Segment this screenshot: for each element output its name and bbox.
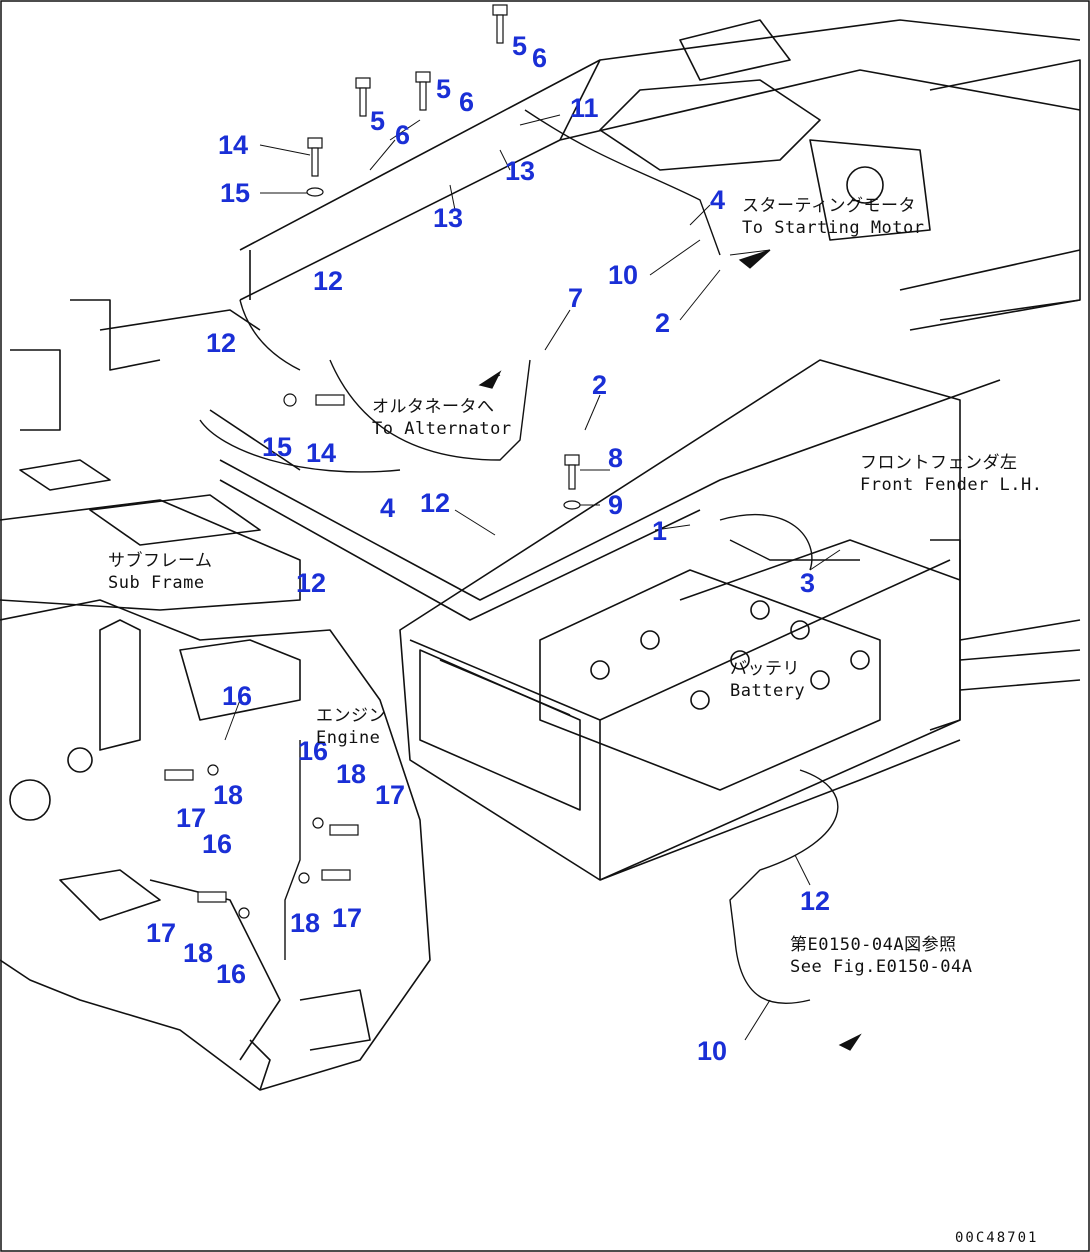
callout-2-upper: 2 — [655, 308, 671, 338]
note-sub-frame-en: Sub Frame — [108, 573, 205, 593]
callout-8: 8 — [608, 443, 624, 473]
callout-5-c: 5 — [512, 31, 528, 61]
callout-3: 3 — [800, 568, 816, 598]
callout-11: 11 — [570, 93, 599, 123]
note-front-fender: フロントフェンダ左 Front Fender L.H. — [860, 452, 1043, 496]
note-alternator-en: To Alternator — [372, 419, 512, 439]
callout-12-e: 12 — [800, 886, 831, 916]
callout-16-d: 16 — [216, 959, 247, 989]
callout-18-c: 18 — [290, 908, 321, 938]
note-starting-motor-en: To Starting Motor — [742, 218, 925, 238]
callout-7: 7 — [568, 283, 584, 313]
callout-17-b: 17 — [375, 780, 406, 810]
bolts — [164, 4, 581, 919]
callout-16-b: 16 — [298, 736, 329, 766]
callout-16-c: 16 — [202, 829, 233, 859]
note-alternator-jp: オルタネータへ — [372, 397, 495, 417]
callout-12-c: 12 — [420, 488, 451, 518]
note-battery-jp: バッテリ — [730, 659, 800, 679]
callout-5-b: 5 — [436, 74, 452, 104]
note-engine: エンジン Engine — [316, 705, 386, 749]
note-sub-frame: サブフレーム Sub Frame — [108, 550, 213, 594]
callout-9: 9 — [608, 490, 624, 520]
callout-6-c: 6 — [532, 43, 548, 73]
callout-13-a: 13 — [505, 156, 536, 186]
leader-lines — [224, 114, 841, 1041]
callout-4-upper: 4 — [710, 185, 726, 215]
arrows — [478, 249, 862, 1051]
callout-5-a: 5 — [370, 106, 386, 136]
callout-18-b: 18 — [336, 759, 367, 789]
callout-18-d: 18 — [183, 938, 214, 968]
callout-13-b: 13 — [433, 203, 464, 233]
note-see-fig-jp: 第E0150-04A図参照 — [790, 935, 957, 955]
callout-6-b: 6 — [459, 87, 475, 117]
drawing-code: 00C48701 — [955, 1230, 1039, 1246]
callout-12-d: 12 — [296, 568, 327, 598]
note-battery-en: Battery — [730, 681, 806, 701]
callout-17-a: 17 — [176, 803, 207, 833]
battery-box — [399, 359, 1081, 881]
note-starting-motor: スターティングモータ To Starting Motor — [742, 195, 925, 239]
note-battery: バッテリ Battery — [730, 658, 805, 702]
callout-6-a: 6 — [395, 120, 411, 150]
callout-2-lower: 2 — [592, 370, 608, 400]
callout-15-lower: 15 — [262, 432, 293, 462]
engine-block — [0, 599, 431, 1091]
cable-routes — [199, 109, 860, 1004]
callout-10-lower: 10 — [697, 1036, 728, 1066]
note-engine-en: Engine — [316, 728, 381, 748]
note-sub-frame-jp: サブフレーム — [108, 551, 213, 571]
note-front-fender-jp: フロントフェンダ左 — [860, 453, 1018, 473]
callout-10-upper: 10 — [608, 260, 639, 290]
note-see-fig: 第E0150-04A図参照 See Fig.E0150-04A — [790, 934, 973, 978]
callout-1: 1 — [652, 516, 668, 546]
note-front-fender-en: Front Fender L.H. — [860, 475, 1043, 495]
note-engine-jp: エンジン — [316, 706, 386, 726]
callout-4-lower: 4 — [380, 493, 396, 523]
note-see-fig-en: See Fig.E0150-04A — [790, 957, 973, 977]
chassis-frame — [0, 19, 1081, 621]
note-starting-motor-jp: スターティングモータ — [742, 196, 916, 216]
callout-18-a: 18 — [213, 780, 244, 810]
note-alternator: オルタネータへ To Alternator — [372, 396, 512, 440]
callout-12-a: 12 — [313, 266, 344, 296]
callout-14-upper: 14 — [218, 130, 249, 160]
callout-12-b: 12 — [206, 328, 237, 358]
callout-14-lower: 14 — [306, 438, 337, 468]
callout-17-c: 17 — [332, 903, 363, 933]
callout-15-upper: 15 — [220, 178, 251, 208]
callout-16-a: 16 — [222, 681, 253, 711]
callout-17-d: 17 — [146, 918, 177, 948]
